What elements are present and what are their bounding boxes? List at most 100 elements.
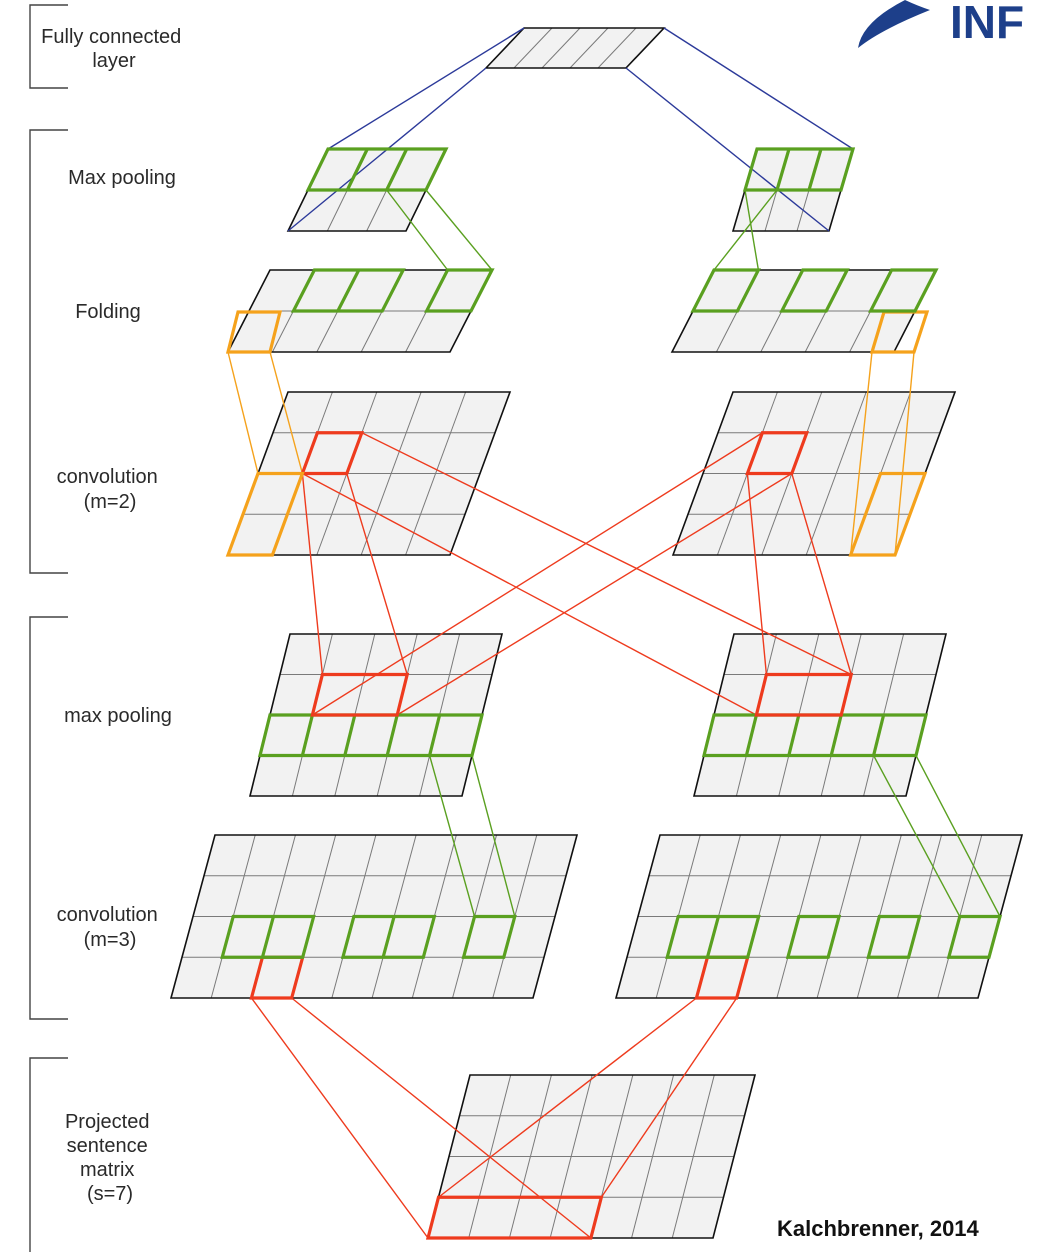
convolution-m3-map-left-border xyxy=(169,834,579,999)
conv3-right-green-cell-3 xyxy=(946,914,1003,959)
conv2-right-red-cell xyxy=(745,431,810,476)
maxpool-mid-right-green-row-divider xyxy=(744,714,758,756)
folding-left-green-cell xyxy=(423,268,495,313)
folding-left-to-conv2 xyxy=(269,351,304,474)
logo: INF xyxy=(858,0,1024,48)
maxpool-mid-left-green-row-divider xyxy=(428,714,442,756)
maxpool-mid-left-green-row-divider xyxy=(300,714,314,756)
folding-left-to-conv2 xyxy=(227,351,259,474)
convolution-m2-map-right xyxy=(671,391,957,556)
folding-right-green-cell-2 xyxy=(779,268,850,313)
conv2-right-orange-cell xyxy=(848,471,928,557)
fc-to-maxpool-left xyxy=(327,27,525,150)
conv2-right-to-maxpool-right xyxy=(746,473,768,675)
connection-lines xyxy=(227,27,1001,1239)
folding-right-orange-cell xyxy=(869,310,930,354)
projected-sentence-matrix xyxy=(426,1074,757,1239)
highlighted-cells xyxy=(220,147,1003,1240)
conv3-left-green-pair-2 xyxy=(340,914,437,959)
fully-connected-layer-fill xyxy=(486,28,664,68)
bracket-layer-2 xyxy=(29,129,68,574)
maxpool-mid-right-green-row xyxy=(701,713,929,758)
maxpool-right-to-conv3 xyxy=(915,755,1001,917)
maxpool-mid-right-green-row-divider xyxy=(829,714,843,756)
maxpool-mid-left-green-row-divider xyxy=(343,714,357,756)
fully-connected-layer xyxy=(484,27,666,69)
logo-text: INF xyxy=(950,0,1024,48)
label-folding: Folding xyxy=(75,301,141,323)
folding-right-to-conv2 xyxy=(849,351,873,556)
folding-left-orange-cell xyxy=(225,310,283,354)
maxpool-top-left-to-folding xyxy=(386,189,449,271)
label-max-pooling-top: Max pooling xyxy=(68,167,176,189)
folding-right-to-conv2 xyxy=(894,351,915,556)
convolution-m2-map-left-border xyxy=(226,391,512,556)
convolution-m2-map-left xyxy=(226,391,512,556)
convolution-m3-map-right-border xyxy=(614,834,1024,999)
label-fully-connected: Fully connected layer xyxy=(41,26,187,72)
conv3-right-green-cell-2 xyxy=(866,914,922,959)
maxpool-mid-left-green-row xyxy=(257,713,485,758)
citation: Kalchbrenner, 2014 xyxy=(777,1216,980,1241)
maxpool-top-left-green-row-divider xyxy=(345,148,369,191)
conv2-left-orange-cell xyxy=(225,471,305,557)
conv2-left-to-maxpool-right xyxy=(361,432,852,676)
maxpool-top-right-to-folding xyxy=(744,189,760,271)
label-convolution-m3: convolution (m=3) xyxy=(57,904,164,951)
grid-line xyxy=(597,27,637,69)
conv2-left-to-maxpool-left xyxy=(346,473,408,675)
bracket-input xyxy=(29,1057,68,1252)
input-to-conv3-right xyxy=(600,997,738,1198)
conv3-left-green-pair-1-divider xyxy=(260,916,275,958)
maxpool-left-to-conv3 xyxy=(471,755,516,917)
maxpool-top-left-to-folding xyxy=(425,189,493,271)
bracket-fully-connected xyxy=(29,4,68,89)
label-max-pooling-mid: max pooling xyxy=(64,705,172,727)
conv3-left-green-pair-1 xyxy=(220,914,316,959)
folding-right-green-cell-3 xyxy=(867,268,939,313)
section-brackets xyxy=(29,4,68,1252)
maxpool-top-left-green-row-divider xyxy=(385,148,409,191)
conv3-right-green-pair-divider xyxy=(705,916,720,958)
grid-line xyxy=(541,27,581,69)
grid-line xyxy=(569,27,609,69)
conv3-right-green-cell-1 xyxy=(785,914,842,959)
folding-left-green-pair-divider xyxy=(336,269,361,312)
conv2-right-to-maxpool-left xyxy=(312,432,763,716)
logo-swoosh xyxy=(858,0,930,48)
maxpool-mid-left-red-cell xyxy=(310,672,410,717)
input-to-conv3-left xyxy=(250,997,429,1239)
conv2-left-to-maxpool-right xyxy=(302,472,757,716)
bracket-layer-1 xyxy=(29,616,68,1020)
conv2-right-to-maxpool-left xyxy=(396,472,793,716)
maxpool-mid-left-green-row-divider xyxy=(385,714,399,756)
input-highlight xyxy=(425,1195,604,1240)
label-convolution-m2: convolution (m=2) xyxy=(57,466,164,513)
fc-to-maxpool-right xyxy=(625,67,830,232)
maxpool-mid-right-green-row-divider xyxy=(787,714,801,756)
maxpool-mid-right-green-row-divider xyxy=(872,714,886,756)
fc-to-maxpool-right xyxy=(663,27,854,150)
convolution-m2-map-right-border xyxy=(671,391,957,556)
max-pooling-mid-map-right-border xyxy=(692,633,948,797)
maxpool-left-to-conv3 xyxy=(428,755,476,917)
folding-left-green-pair xyxy=(290,268,406,313)
grid-line xyxy=(513,27,553,69)
maxpool-top-right-to-folding xyxy=(713,189,778,271)
conv2-left-to-maxpool-left xyxy=(301,473,324,675)
conv2-right-to-maxpool-right xyxy=(791,473,852,675)
conv3-right-green-pair xyxy=(665,914,761,959)
layer-labels: Fully connected layer Max pooling Foldin… xyxy=(41,26,187,1205)
conv3-left-green-pair-2-divider xyxy=(381,916,396,958)
maxpool-top-right-green-row-divider xyxy=(775,148,791,191)
max-pooling-mid-map-left-border xyxy=(248,633,504,797)
label-projected-sentence-matrix: Projected sentence matrix (s=7) xyxy=(65,1111,155,1205)
feature-maps xyxy=(169,27,1024,1239)
conv2-left-red-cell xyxy=(300,431,365,476)
input-to-conv3-right xyxy=(438,997,697,1198)
maxpool-mid-right-red-cell xyxy=(754,672,854,717)
conv3-left-green-cell xyxy=(461,914,517,959)
folding-right-green-cell-1 xyxy=(690,268,762,313)
maxpool-top-right-green-row-divider xyxy=(807,148,823,191)
